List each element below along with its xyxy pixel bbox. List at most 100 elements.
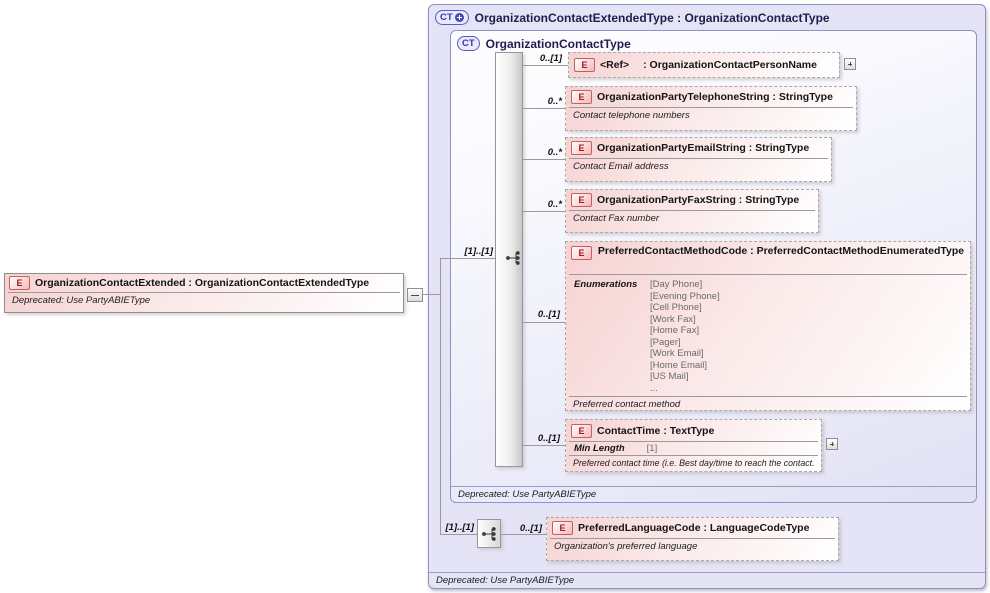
enumerations-section: Enumerations [Day Phone] [Evening Phone]… xyxy=(566,275,970,396)
connector-line xyxy=(523,322,565,323)
collapse-expander[interactable] xyxy=(407,288,423,302)
base-type-title: OrganizationContactType xyxy=(485,36,631,51)
connector-line xyxy=(422,294,440,295)
element-type: StringType xyxy=(745,193,800,206)
cardinality-contact-time: 0..[1] xyxy=(537,433,560,444)
name-type-separator: : xyxy=(185,276,195,289)
connector-line xyxy=(523,211,565,212)
cardinality-telephone: 0..* xyxy=(547,96,562,107)
element-annotation: Contact telephone numbers xyxy=(573,110,690,121)
element-title-row: E OrganizationContactExtended : Organiza… xyxy=(5,274,403,292)
element-title-row: E OrganizationPartyEmailString : StringT… xyxy=(566,138,831,158)
element-box-preferred-contact-method-code[interactable]: E PreferredContactMethodCode : Preferred… xyxy=(565,241,971,411)
name-type-separator: : xyxy=(747,245,757,257)
element-box-contact-time[interactable]: E ContactTime : TextType Min Length [1] … xyxy=(565,419,822,472)
element-annotation: Deprecated: Use PartyABIEType xyxy=(12,295,151,306)
element-type: StringType xyxy=(778,90,833,103)
occurs-label-sequence1: [1]..[1] xyxy=(464,246,494,257)
name-type-separator: : xyxy=(700,521,710,534)
element-annotation: Contact Email address xyxy=(573,161,669,172)
divider xyxy=(550,538,835,539)
occurs-label-sequence2: [1]..[1] xyxy=(445,522,475,533)
element-name: OrganizationContactExtended xyxy=(35,276,186,289)
sequence-icon xyxy=(482,526,496,541)
connector-line xyxy=(523,65,568,66)
name-type-separator: : xyxy=(769,90,779,103)
element-badge: E xyxy=(571,424,592,438)
divider xyxy=(569,158,828,159)
derived-plus-icon xyxy=(454,13,464,22)
connector-line xyxy=(523,445,565,446)
connector-line xyxy=(440,534,478,535)
element-badge: E xyxy=(571,90,592,104)
name-type-separator: : xyxy=(745,141,756,154)
element-box-ref[interactable]: E <Ref> : OrganizationContactPersonName xyxy=(568,52,840,78)
ct-badge-label: CT xyxy=(440,12,453,23)
enumerations-label: Enumerations xyxy=(574,279,638,290)
name-type-separator: : xyxy=(640,58,650,71)
element-name-and-type: OrganizationPartyFaxString : StringType xyxy=(597,194,799,207)
element-annotation: Contact Fax number xyxy=(573,213,660,224)
element-title-row: E PreferredLanguageCode : LanguageCodeTy… xyxy=(547,518,838,538)
complextype-title: OrganizationContactExtendedType : Organi… xyxy=(474,10,830,25)
element-badge: E xyxy=(571,193,592,207)
cardinality-email: 0..* xyxy=(547,147,562,158)
complextype-header: CT OrganizationContactExtendedType : Org… xyxy=(429,5,985,30)
element-name-and-type: <Ref> : OrganizationContactPersonName xyxy=(600,59,817,72)
element-type: LanguageCodeType xyxy=(709,521,810,534)
element-box-organization-party-telephone-string[interactable]: E OrganizationPartyTelephoneString : Str… xyxy=(565,86,857,131)
expand-expander[interactable] xyxy=(844,58,856,70)
element-box-organization-party-email-string[interactable]: E OrganizationPartyEmailString : StringT… xyxy=(565,137,832,182)
element-type: PreferredContactMethodEnumeratedType xyxy=(756,245,965,257)
element-title-row: E OrganizationPartyFaxString : StringTyp… xyxy=(566,190,818,210)
name-type-separator: : xyxy=(660,424,670,437)
element-name-and-type: OrganizationContactExtended : Organizati… xyxy=(35,277,369,290)
element-title-row: E PreferredContactMethodCode : Preferred… xyxy=(566,242,970,274)
element-title-row: E OrganizationPartyTelephoneString : Str… xyxy=(566,87,856,107)
element-box-organization-party-fax-string[interactable]: E OrganizationPartyFaxString : StringTyp… xyxy=(565,189,819,233)
connector-line xyxy=(501,534,546,535)
element-name: OrganizationPartyEmailString xyxy=(597,141,746,154)
element-type: StringType xyxy=(755,141,810,154)
sequence-icon xyxy=(506,251,520,265)
element-annotation: Preferred contact method xyxy=(573,399,681,410)
element-name: OrganizationPartyFaxString xyxy=(597,193,736,206)
sequence-compositor[interactable] xyxy=(477,519,501,548)
element-box-organization-contact-extended[interactable]: E OrganizationContactExtended : Organiza… xyxy=(4,273,404,313)
element-badge: E xyxy=(9,276,30,290)
element-name: OrganizationPartyTelephoneString xyxy=(597,90,770,103)
element-name: ContactTime xyxy=(597,424,661,437)
element-badge: E xyxy=(574,58,595,72)
facet-label: Min Length xyxy=(574,443,625,454)
element-badge: E xyxy=(571,141,592,155)
inner-annotation: Deprecated: Use PartyABIEType xyxy=(458,489,597,500)
element-annotation: Preferred contact time (i.e. Best day/ti… xyxy=(573,458,815,468)
cardinality-preferred-language: 0..[1] xyxy=(519,523,542,534)
connector-line xyxy=(523,159,565,160)
ct-badge-label: CT xyxy=(462,38,475,49)
cardinality-fax: 0..* xyxy=(547,199,562,210)
element-name: PreferredContactMethodCode xyxy=(597,245,748,257)
element-title-row: E <Ref> : OrganizationContactPersonName xyxy=(569,53,839,77)
divider xyxy=(569,396,967,397)
connector-line xyxy=(440,258,495,259)
cardinality-ref: 0..[1] xyxy=(539,53,562,64)
divider xyxy=(569,107,853,108)
enumeration-values: [Day Phone] [Evening Phone] [Cell Phone]… xyxy=(650,279,720,394)
element-type: TextType xyxy=(669,424,715,437)
connector-line xyxy=(523,108,565,109)
element-type: OrganizationContactPersonName xyxy=(649,58,817,71)
connector-line xyxy=(440,258,441,535)
divider xyxy=(569,210,815,211)
element-name-and-type: PreferredContactMethodCode : PreferredCo… xyxy=(597,245,965,258)
expand-expander[interactable] xyxy=(826,438,838,450)
element-name: PreferredLanguageCode xyxy=(578,521,701,534)
element-name: <Ref> xyxy=(600,58,630,71)
facet-value: [1] xyxy=(646,443,658,454)
cardinality-preferred-contact-method: 0..[1] xyxy=(537,309,560,320)
element-box-preferred-language-code[interactable]: E PreferredLanguageCode : LanguageCodeTy… xyxy=(546,517,839,561)
outer-annotation: Deprecated: Use PartyABIEType xyxy=(436,575,575,586)
base-type-header: CT OrganizationContactType xyxy=(451,31,976,56)
element-name-and-type: OrganizationPartyEmailString : StringTyp… xyxy=(597,142,809,155)
